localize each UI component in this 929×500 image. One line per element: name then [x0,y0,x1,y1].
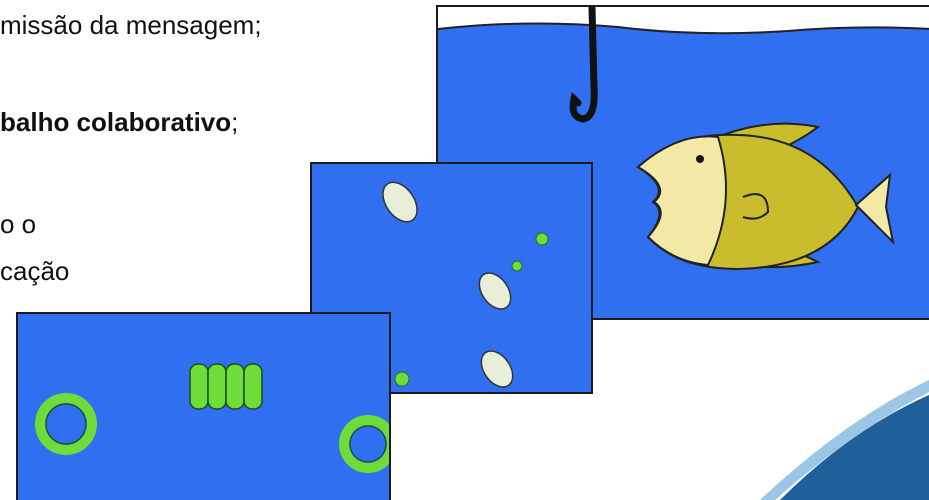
algae-scene [35,363,389,473]
fishing-hook-icon [569,7,598,123]
slide-text-line-2: balho colaborativo; [0,107,239,137]
zooplankton-scene [382,181,549,388]
algae-cell-icon [394,232,549,387]
slide-text-bold: balho colaborativo [0,107,232,137]
slide-text-line-3: o o [0,209,37,239]
zooplankton-icon [382,181,514,388]
fish-scene [438,7,929,271]
algae-colony-icon [35,393,389,473]
slide-text-line-4: cação [0,256,70,286]
algae-image [16,312,391,500]
fish-icon [636,122,895,271]
slide-text-line-1: missão da mensagem; [0,10,262,40]
algae-chain-icon [189,363,263,410]
